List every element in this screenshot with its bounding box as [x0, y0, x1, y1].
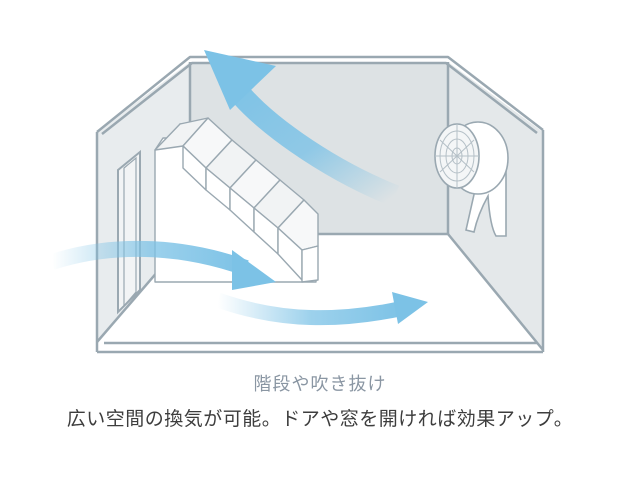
door [117, 149, 141, 315]
room-illustration [49, 50, 545, 354]
circulator-fan [434, 121, 509, 237]
airflow-arrow-up [204, 50, 400, 207]
caption-title: 階段や吹き抜け [253, 374, 387, 395]
airflow-arrow-floor [215, 292, 428, 326]
staircase [154, 117, 319, 283]
caption-body: 広い空間の換気が可能。ドアや窓を開ければ効果アップ。 [66, 408, 574, 430]
airflow-arrow-middle [49, 240, 276, 290]
